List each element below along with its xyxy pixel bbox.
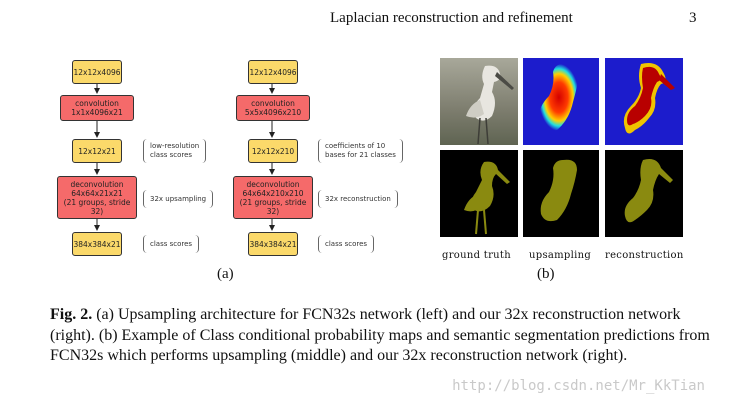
ground-truth-mask xyxy=(440,150,518,237)
node-deconvolution: deconvolution 64x64x21x21 (21 groups, st… xyxy=(57,176,137,219)
running-header-title: Laplacian reconstruction and refinement xyxy=(330,10,573,26)
watermark: http://blog.csdn.net/Mr_KkTian xyxy=(452,378,705,394)
node-output-scores: 384x384x21 xyxy=(248,232,298,256)
node-convolution: convolution 5x5x4096x210 xyxy=(236,95,310,121)
caption-ground-truth: ground truth xyxy=(442,250,511,261)
node-basis-coefficients: 12x12x210 xyxy=(248,139,298,163)
panel-label-b: (b) xyxy=(537,266,555,282)
node-convolution: convolution 1x1x4096x21 xyxy=(60,95,134,121)
upsampling-segmentation xyxy=(523,150,599,237)
caption-reconstruction: reconstruction xyxy=(605,250,684,261)
node-deconvolution: deconvolution 64x64x210x210 (21 groups, … xyxy=(233,176,313,219)
caption-upsampling: upsampling xyxy=(529,250,592,261)
reconstruction-segmentation xyxy=(605,150,683,237)
figure-label: Fig. 2. xyxy=(50,306,93,323)
node-input-features: 12x12x4096 xyxy=(248,60,298,84)
figure-caption-text: (a) Upsampling architecture for FCN32s n… xyxy=(50,306,710,364)
figure-caption: Fig. 2. (a) Upsampling architecture for … xyxy=(50,305,710,367)
note-low-resolution: low-resolution class scores xyxy=(143,139,207,163)
bird-photo xyxy=(440,58,518,145)
note-coefficients: coefficients of 10 bases for 21 classes xyxy=(318,139,403,163)
page-number: 3 xyxy=(689,10,697,26)
node-input-features: 12x12x4096 xyxy=(72,60,122,84)
note-class-scores: class scores xyxy=(318,235,375,253)
note-reconstruction: 32x reconstruction xyxy=(318,190,398,208)
node-output-scores: 384x384x21 xyxy=(72,232,122,256)
reconstruction-probability-map xyxy=(605,58,683,145)
panel-label-a: (a) xyxy=(217,266,234,282)
node-class-scores-lowres: 12x12x21 xyxy=(72,139,122,163)
upsampling-probability-map xyxy=(523,58,599,145)
note-class-scores: class scores xyxy=(143,235,200,253)
note-upsampling: 32x upsampling xyxy=(143,190,214,208)
